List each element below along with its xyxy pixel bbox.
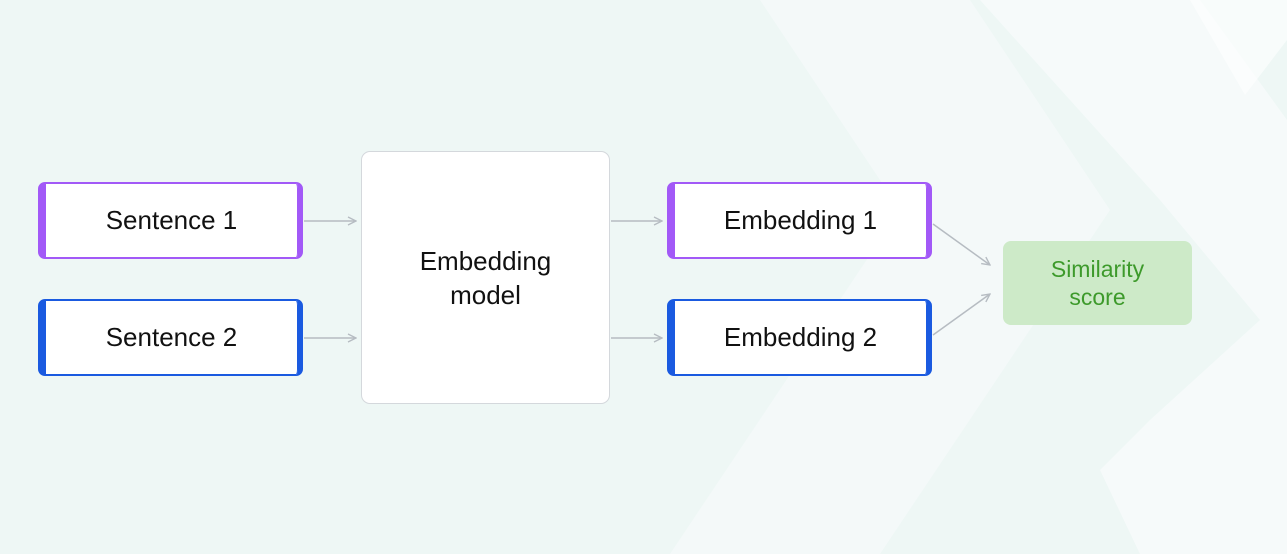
sentence-1-box: Sentence 1 — [38, 182, 303, 259]
embedding-2-box: Embedding 2 — [667, 299, 932, 376]
embedding-2-label: Embedding 2 — [723, 322, 878, 352]
similarity-score-box: Similarity score — [1003, 241, 1192, 325]
sentence-1-label: Sentence 1 — [105, 205, 238, 235]
similarity-score-label: Similarity score — [1050, 256, 1145, 310]
sentence-2-box: Sentence 2 — [38, 299, 303, 376]
embedding-model-box: Embedding model — [361, 151, 610, 404]
embedding-model-label: Embedding model — [419, 245, 552, 310]
sentence-2-label: Sentence 2 — [105, 322, 238, 352]
embedding-1-label: Embedding 1 — [723, 205, 878, 235]
embedding-1-box: Embedding 1 — [667, 182, 932, 259]
